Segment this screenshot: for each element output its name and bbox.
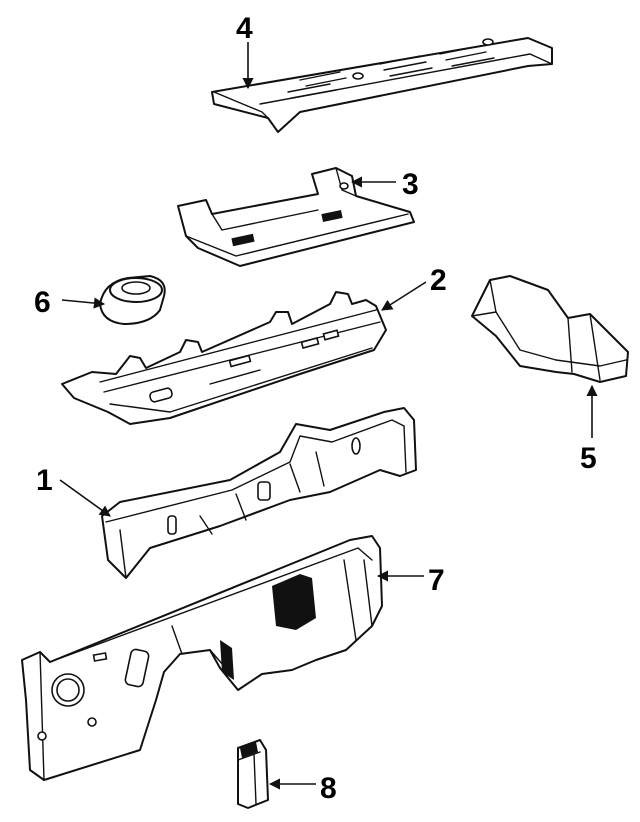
leader-6: [61, 297, 106, 309]
part-6-grommet[interactable]: [99, 275, 166, 325]
part-8-small-bracket[interactable]: [237, 739, 269, 809]
part-5-air-duct[interactable]: [471, 275, 629, 383]
callout-2[interactable]: 2: [430, 264, 447, 297]
part-2-plenum-panel[interactable]: [61, 291, 387, 425]
callout-8[interactable]: 8: [320, 772, 337, 805]
part-3-bracket[interactable]: [177, 167, 415, 267]
callout-4[interactable]: 4: [236, 12, 253, 45]
leader-2: [381, 281, 427, 311]
part-4-cowl-vent-panel[interactable]: [211, 37, 553, 133]
leader-1: [59, 479, 111, 517]
part-1-dash-reinforcement[interactable]: [101, 407, 417, 579]
callout-6[interactable]: 6: [34, 286, 51, 319]
callout-1[interactable]: 1: [36, 464, 53, 497]
part-7-dash-panel[interactable]: [21, 535, 383, 781]
callout-7[interactable]: 7: [428, 564, 445, 597]
callout-5[interactable]: 5: [580, 442, 597, 475]
callout-3[interactable]: 3: [402, 168, 419, 201]
